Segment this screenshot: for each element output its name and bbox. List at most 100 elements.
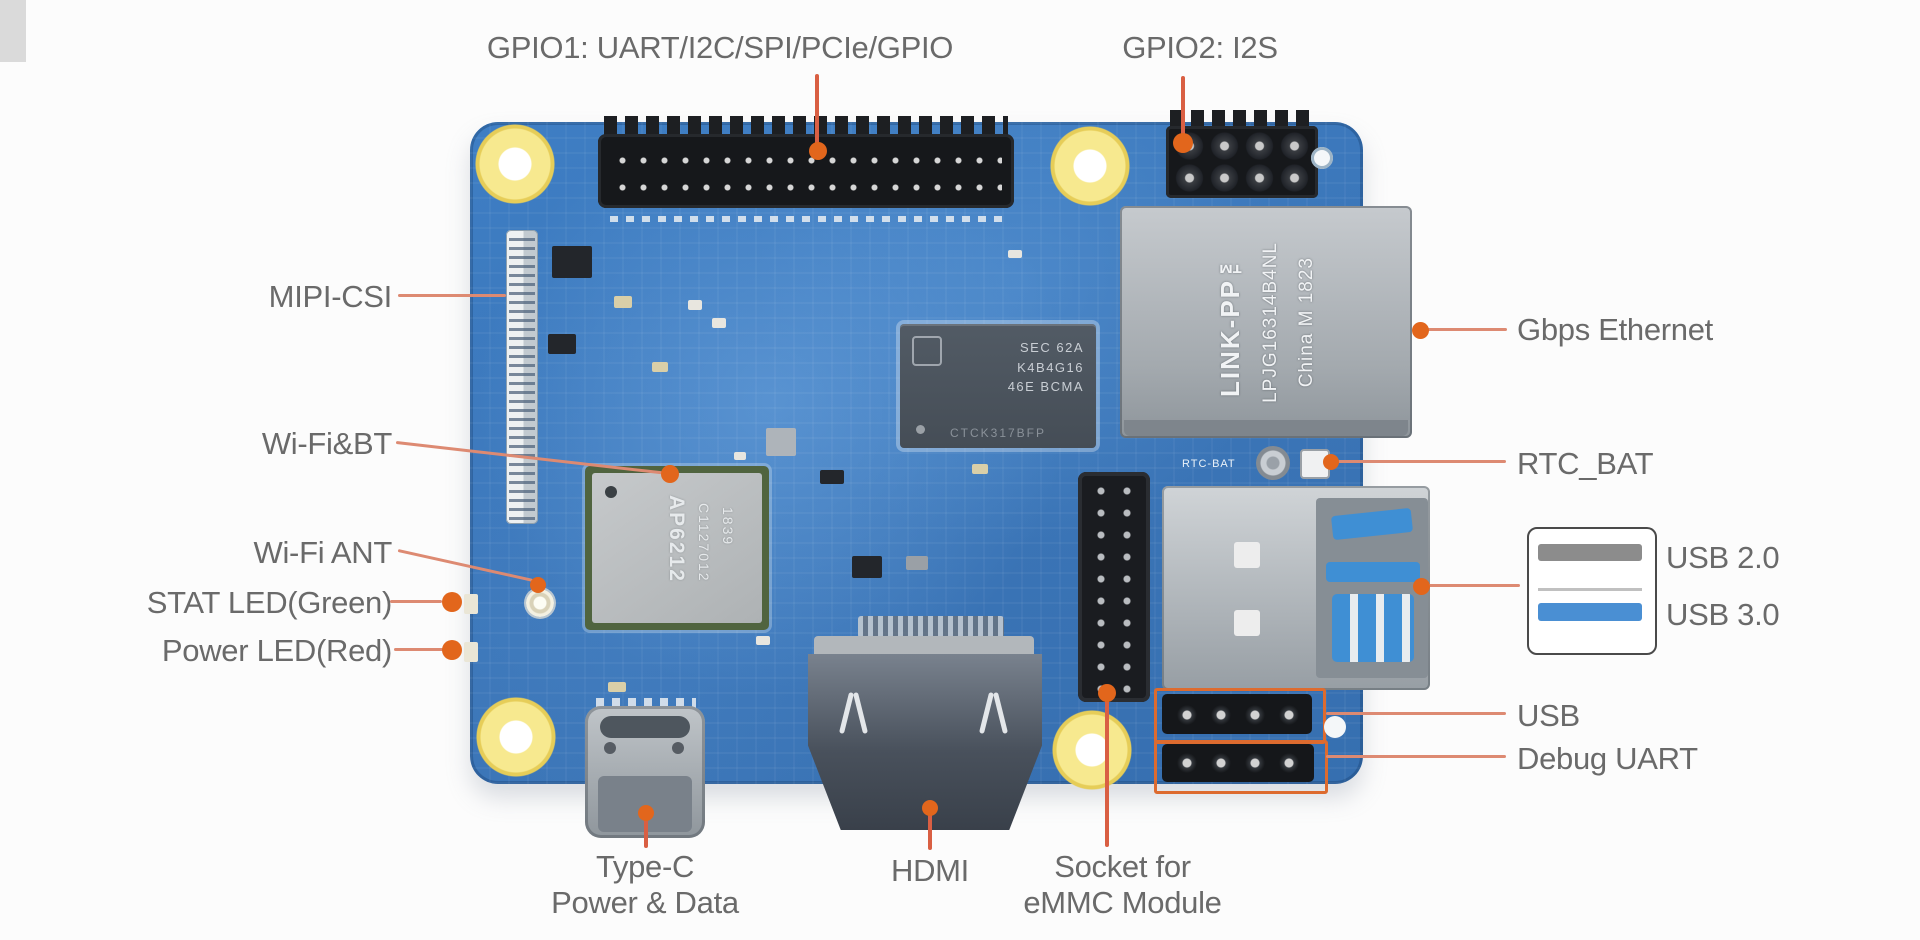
ram-chip-logo — [912, 336, 942, 366]
gpio2-pin-holes — [1172, 130, 1312, 194]
gpio1-header — [598, 134, 1014, 208]
pcb-component — [652, 362, 668, 372]
pcb-component — [972, 464, 988, 474]
emmc-socket — [1078, 472, 1150, 702]
ethernet-jack-part: LPJG16314B4NL — [1259, 241, 1281, 403]
mounting-hole — [476, 697, 556, 777]
leader-dot-ethernet — [1412, 322, 1429, 339]
leader-mipi-csi — [398, 294, 506, 297]
ethernet-jack: LINK-PP™ LPJG16314B4NL China M 1823 — [1120, 206, 1412, 438]
pcb-component — [1008, 250, 1022, 258]
usb3-tongue — [1332, 594, 1414, 662]
ram-chip: SEC 62A K4B4G16 46E BCMA CTCK317BFP — [900, 324, 1096, 448]
pin1-dot — [605, 486, 617, 498]
solder-pads — [610, 216, 1002, 222]
leader-dot-rtc-bat — [1323, 454, 1339, 470]
board-notch — [1324, 716, 1346, 738]
mounting-hole — [475, 124, 555, 204]
corner-artifact — [0, 0, 26, 62]
leader-dot-typec — [638, 805, 654, 821]
leader-emmc — [1105, 699, 1109, 847]
debug-uart-pin-header — [1162, 744, 1314, 782]
label-hdmi: HDMI — [890, 853, 969, 888]
usb3-tongue — [1326, 562, 1420, 582]
usb3-tongue — [1330, 507, 1414, 541]
leader-usb — [1326, 712, 1506, 715]
label-power-led: Power LED(Red) — [161, 633, 392, 668]
leader-dot-emmc — [1098, 684, 1116, 702]
stat-led — [464, 594, 478, 614]
wifi-module-serial: C1127012 — [696, 503, 712, 583]
usb3-port — [1162, 486, 1430, 690]
ethernet-jack-origin: China M 1823 — [1295, 256, 1317, 388]
usb-header-highlight — [1154, 688, 1326, 744]
pcb-component — [820, 470, 844, 484]
wifi-bt-module: AP6212 C1127012 1839 — [585, 466, 769, 630]
board-hole — [1311, 147, 1333, 169]
label-mipi-csi: MIPI-CSI — [268, 279, 393, 314]
usb3-port-opening — [1316, 498, 1428, 678]
label-gpio1: GPIO1: UART/I2C/SPI/PCIe/GPIO — [486, 30, 954, 65]
label-stat-led: STAT LED(Green) — [146, 585, 393, 620]
typec-slot — [600, 716, 690, 738]
pcb-component — [712, 318, 726, 328]
leader-dot-wifi-bt — [661, 465, 679, 483]
gpio1-pin-holes — [610, 144, 1002, 198]
ethernet-jack-brand: LINK-PP™ — [1214, 247, 1245, 397]
leader-usb3 — [1428, 584, 1520, 587]
ethernet-jack-lip — [1124, 420, 1408, 436]
leader-dot-wifi-ant — [530, 577, 546, 593]
wifi-antenna-connector — [526, 589, 554, 617]
leader-rtc-bat — [1338, 460, 1506, 463]
leader-debug-uart — [1326, 755, 1506, 758]
leader-power-led — [394, 648, 444, 651]
hdmi-spring-clip — [838, 692, 869, 738]
leader-dot-hdmi — [922, 800, 938, 816]
gpio2-header-pins — [1170, 110, 1316, 128]
mounting-hole — [1052, 710, 1132, 790]
usb-port-post — [1234, 610, 1260, 636]
pcb-component — [614, 296, 632, 308]
typec-port — [585, 706, 705, 838]
rtc-bat-silkscreen: RTC-BAT — [1182, 458, 1236, 470]
leader-ethernet — [1427, 328, 1507, 331]
leader-stat-led — [390, 600, 442, 603]
pcb-component — [552, 246, 592, 278]
pin1-dot — [916, 425, 925, 434]
label-usb30: USB 3.0 — [1666, 597, 1780, 632]
pcb-component — [688, 300, 702, 310]
mipi-csi-connector — [506, 230, 538, 524]
usb3-swatch — [1538, 603, 1642, 621]
wifi-module-shield: AP6212 C1127012 1839 — [592, 473, 762, 623]
pcb-component — [756, 636, 770, 645]
pcb-component — [906, 556, 928, 570]
label-typec: Type-C Power & Data — [551, 849, 739, 920]
label-emmc: Socket for eMMC Module — [1023, 849, 1222, 920]
leader-dot-power-led — [442, 640, 462, 660]
usb-pin-header — [1162, 694, 1312, 734]
pcb-component — [608, 682, 626, 692]
label-usb20: USB 2.0 — [1666, 540, 1780, 575]
wifi-module-part: AP6212 — [665, 495, 688, 583]
rtc-buzzer — [1256, 446, 1290, 480]
pcb-component — [852, 556, 882, 578]
usb2-swatch — [1538, 544, 1642, 561]
hdmi-spring-clip — [978, 692, 1009, 738]
label-rtc-bat: RTC_BAT — [1517, 446, 1654, 481]
pcb-component — [548, 334, 576, 354]
label-gpio2: GPIO2: I2S — [1122, 30, 1278, 65]
debug-uart-header-highlight — [1154, 740, 1328, 794]
legend-divider — [1538, 588, 1642, 591]
leader-dot-stat-led — [442, 592, 462, 612]
ram-chip-marking-2: CTCK317BFP — [949, 426, 1047, 440]
gpio1-header-pins — [604, 116, 1008, 136]
usb-port-post — [1234, 542, 1260, 568]
power-led — [464, 642, 478, 662]
leader-dot-gpio1 — [809, 142, 827, 160]
ram-chip-marking: SEC 62A K4B4G16 46E BCMA — [1007, 340, 1084, 394]
leader-hdmi — [928, 812, 932, 850]
wifi-module-datecode: 1839 — [720, 507, 736, 547]
hdmi-pins — [858, 616, 1004, 638]
typec-screw — [672, 742, 684, 754]
